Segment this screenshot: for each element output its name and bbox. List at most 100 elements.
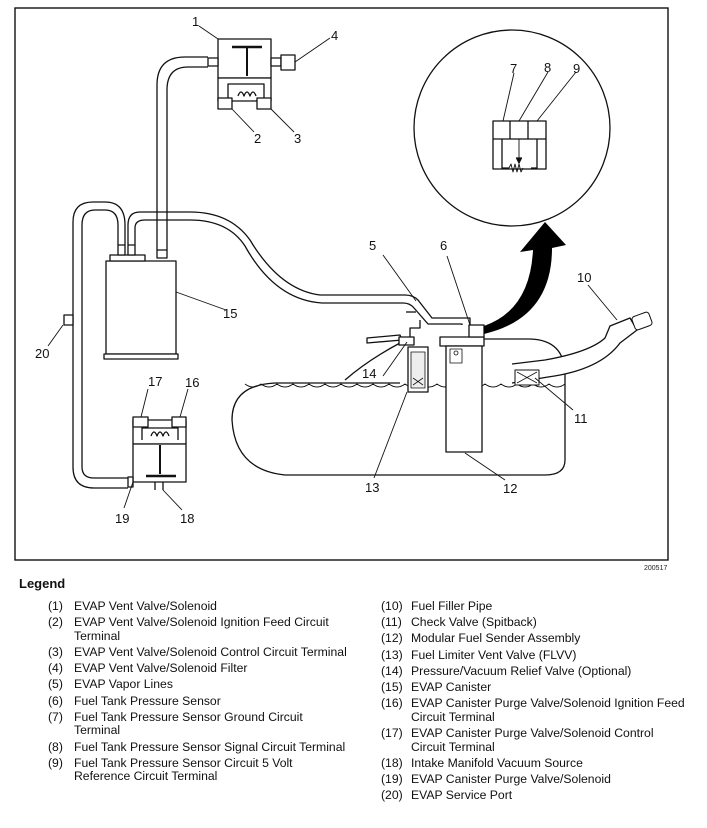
- legend-item: (8) Fuel Tank Pressure Sensor Signal Circ…: [48, 739, 348, 755]
- legend-num: (7): [48, 709, 63, 724]
- legend-num: (14): [381, 663, 403, 678]
- figure-number: 200517: [644, 565, 667, 570]
- callout-18: 18: [180, 511, 194, 526]
- legend-text: EVAP Service Port: [411, 788, 513, 803]
- legend-text: EVAP Vent Valve/Solenoid Control Circuit…: [74, 644, 347, 659]
- legend-num: (6): [48, 693, 63, 708]
- legend-num: (17): [381, 725, 403, 740]
- legend-text: Pressure/Vacuum Relief Valve (Optional): [411, 663, 632, 678]
- terminal-2: [217, 97, 233, 110]
- legend-num: (8): [48, 739, 63, 754]
- legend-item: (14) Pressure/Vacuum Relief Valve (Option…: [381, 663, 691, 679]
- callout-13: 13: [365, 480, 379, 495]
- legend-text: EVAP Vent Valve/Solenoid Filter: [74, 661, 248, 676]
- legend-text: Fuel Tank Pressure Sensor Ground Circuit…: [74, 709, 303, 738]
- legend-text: EVAP Vent Valve/Solenoid: [74, 599, 217, 613]
- callout-4: 4: [331, 28, 338, 43]
- legend-text: EVAP Canister Purge Valve/Solenoid Contr…: [411, 725, 654, 754]
- legend-title: Legend: [19, 576, 66, 591]
- legend-num: (9): [48, 755, 63, 770]
- service-port: [63, 314, 74, 326]
- terminal-16: [171, 416, 187, 428]
- legend-item: (7) Fuel Tank Pressure Sensor Ground Circ…: [48, 709, 348, 738]
- legend-item: (9) Fuel Tank Pressure Sensor Circuit 5 V…: [48, 755, 348, 784]
- legend-text: Fuel Limiter Vent Valve (FLVV): [411, 647, 577, 662]
- legend-item: (20)EVAP Service Port: [381, 788, 691, 803]
- legend-text: Modular Fuel Sender Assembly: [411, 631, 581, 646]
- legend-num: (1): [48, 599, 63, 613]
- fuel-limiter-vent-valve: [407, 346, 429, 393]
- legend-text: Fuel Tank Pressure Sensor: [74, 693, 221, 708]
- callout-15: 15: [223, 306, 237, 321]
- callout-20: 20: [35, 346, 49, 361]
- legend-text: Fuel Tank Pressure Sensor Circuit 5 Volt…: [74, 755, 293, 784]
- legend-text: EVAP Vapor Lines: [74, 677, 173, 692]
- legend-num: (3): [48, 644, 63, 659]
- legend-num: (15): [381, 679, 403, 694]
- legend-item: (13)Fuel Limiter Vent Valve (FLVV): [381, 647, 691, 663]
- callout-3: 3: [294, 131, 301, 146]
- fuel-level: [244, 383, 566, 388]
- leader-lines: [47, 25, 618, 511]
- legend-item: (4) EVAP Vent Valve/Solenoid Filter: [48, 662, 348, 676]
- legend-item: (2) EVAP Vent Valve/Solenoid Ignition Fee…: [48, 615, 348, 643]
- legend-item: (15) EVAP Canister: [381, 679, 691, 695]
- vent-hose: [156, 56, 208, 250]
- legend-item: (10)Fuel Filler Pipe: [381, 599, 691, 614]
- callout-14: 14: [362, 366, 376, 381]
- callout-7: 7: [510, 61, 517, 76]
- callout-11: 11: [574, 411, 588, 426]
- purge-valve-solenoid: [127, 416, 187, 490]
- legend-item: (6) Fuel Tank Pressure Sensor: [48, 693, 348, 709]
- callout-1: 1: [192, 14, 199, 29]
- legend-text: EVAP Canister Purge Valve/Solenoid Ignit…: [411, 696, 685, 724]
- evap-canister: [103, 244, 179, 360]
- legend-num: (16): [381, 696, 403, 711]
- legend-num: (12): [381, 631, 403, 646]
- callout-5: 5: [369, 238, 376, 253]
- potentiometer-icon: [508, 163, 524, 173]
- terminal-17: [132, 416, 149, 428]
- legend-left-column: (1) EVAP Vent Valve/Solenoid (2) EVAP Vent…: [48, 599, 348, 786]
- legend-item: (16) EVAP Canister Purge Valve/Solenoid I…: [381, 696, 691, 724]
- legend-text: Fuel Tank Pressure Sensor Signal Circuit…: [74, 739, 346, 754]
- legend-num: (4): [48, 661, 63, 676]
- legend-num: (2): [48, 615, 63, 630]
- legend-text: EVAP Canister: [411, 679, 492, 694]
- legend-item: (11) Check Valve (Spitback): [381, 616, 691, 630]
- legend-item: (5) EVAP Vapor Lines: [48, 678, 348, 692]
- vent-filter: [280, 54, 296, 71]
- legend-text: EVAP Vent Valve/Solenoid Ignition Feed C…: [74, 615, 329, 643]
- diagram-frame: [14, 7, 669, 561]
- legend-item: (1) EVAP Vent Valve/Solenoid: [48, 599, 348, 614]
- vapor-line: [189, 211, 471, 325]
- legend-num: (11): [381, 615, 402, 630]
- callout-16: 16: [185, 375, 199, 390]
- legend-item: (19) EVAP Canister Purge Valve/Solenoid: [381, 771, 691, 787]
- legend-num: (5): [48, 677, 63, 692]
- legend-item: (18) Intake Manifold Vacuum Source: [381, 755, 691, 771]
- evap-system-diagram: 1 4 2 3 7 8 9 5 6 10 11 12 13 14 15 16 1…: [14, 7, 669, 570]
- legend-text: Check Valve (Spitback): [411, 615, 537, 630]
- legend-num: (19): [381, 771, 403, 786]
- legend-text: Intake Manifold Vacuum Source: [411, 755, 583, 770]
- detail-arrow: [484, 222, 566, 334]
- legend-item: (17) EVAP Canister Purge Valve/Solenoid C…: [381, 725, 691, 754]
- coil-icon-2: [150, 431, 170, 437]
- legend-item: (12) Modular Fuel Sender Assembly: [381, 632, 691, 646]
- legend-text: EVAP Canister Purge Valve/Solenoid: [411, 771, 611, 786]
- pressure-sensor-detail: [492, 120, 547, 173]
- vent-valve-solenoid: [207, 38, 296, 110]
- coil-icon: [237, 91, 257, 97]
- fuel-tank-pressure-sensor: [468, 324, 485, 338]
- legend-item: (3) EVAP Vent Valve/Solenoid Control Circ…: [48, 644, 348, 660]
- callout-19: 19: [115, 511, 129, 526]
- callout-17: 17: [148, 374, 162, 389]
- modular-fuel-sender: [439, 324, 485, 453]
- callout-10: 10: [577, 270, 591, 285]
- terminal-3: [256, 97, 272, 110]
- legend-text: Fuel Filler Pipe: [411, 599, 493, 613]
- legend-num: (18): [381, 755, 403, 770]
- legend-right-column: (10)Fuel Filler Pipe (11) Check Valve (Sp…: [381, 599, 691, 805]
- fuel-tank: [231, 338, 566, 476]
